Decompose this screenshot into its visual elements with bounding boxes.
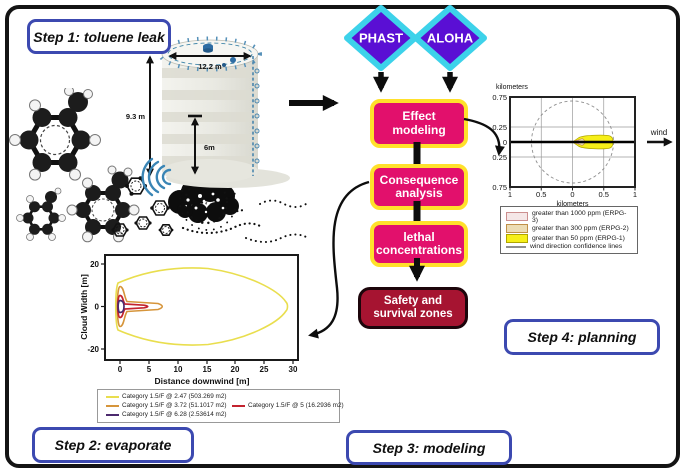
step3-label: Step 3: modeling	[372, 439, 486, 456]
tank-body	[158, 36, 262, 183]
legend-label-cat-5: Category 1.5/F @ 5 (16.2936 m2)	[248, 402, 344, 409]
aloha-x-ticks: 1 0.5 0 0.5 1	[508, 190, 637, 199]
lethal-concentrations-box: lethal concentrations	[370, 221, 468, 267]
phast-cloud-plot: 20 0 -20 0 5 10 15 20 25 30 Distance dow…	[79, 254, 299, 386]
svg-text:0.5: 0.5	[536, 190, 546, 199]
svg-text:15: 15	[203, 365, 212, 374]
software-nodes: PHAST ALOHA	[344, 5, 487, 71]
svg-text:0.75: 0.75	[492, 93, 507, 102]
phast-xlabel: Distance downwind [m]	[155, 376, 250, 386]
legend-swatch-erpg3	[506, 212, 528, 222]
svg-text:1: 1	[633, 190, 637, 199]
svg-text:0: 0	[570, 190, 574, 199]
legend-swatch-cat-5	[232, 404, 245, 407]
legend-item-erpg1: greater than 50 ppm (ERPG-1)	[506, 233, 632, 243]
legend-label-erpg2: greater than 300 ppm (ERPG-2)	[532, 225, 629, 233]
legend-label-confidence: wind direction confidence lines	[530, 243, 623, 251]
phast-legend: Category 1.5/F @ 2.47 (503.269 m2) Categ…	[97, 389, 344, 423]
step2-label: Step 2: evaporate	[54, 437, 172, 453]
svg-text:0.5: 0.5	[599, 190, 609, 199]
lethal-concentrations-label: lethal concentrations	[376, 229, 463, 257]
aloha-diamond	[413, 5, 487, 71]
wind-arrow: wind	[647, 128, 673, 147]
aloha-y-ticks: 0.75 0.25 0 0.25 0.75	[492, 93, 507, 192]
aloha-label: ALOHA	[427, 31, 474, 46]
legend-label-erpg3: greater than 1000 ppm (ERPG-3)	[532, 209, 627, 224]
legend-swatch-confidence-line	[506, 245, 526, 248]
phast-ylabel: Cloud Width [m]	[79, 274, 89, 340]
tank-height-label: 9.3 m	[126, 112, 146, 121]
safety-zones-box: Safety and survival zones	[358, 287, 468, 329]
step3-label-box: Step 3: modeling	[346, 430, 512, 465]
legend-item-confidence: wind direction confidence lines	[506, 243, 632, 250]
svg-text:10: 10	[174, 365, 183, 374]
svg-text:20: 20	[231, 365, 240, 374]
legend-item-cat-3-72: Category 1.5/F @ 3.72 (51.1017 m2)	[106, 402, 227, 409]
phast-x-ticks: 0 5 10 15 20 25 30	[118, 365, 298, 374]
aloha-node: ALOHA	[413, 5, 487, 71]
svg-text:5: 5	[147, 365, 152, 374]
svg-text:0.25: 0.25	[492, 153, 507, 162]
leak-height-arrow: 6m	[188, 114, 215, 175]
phast-y-ticks: 20 0 -20	[87, 260, 99, 354]
tank-height-arrow: 9.3 m	[126, 55, 154, 177]
svg-text:1: 1	[508, 190, 512, 199]
svg-text:0: 0	[118, 365, 123, 374]
legend-item-cat-2-47: Category 1.5/F @ 2.47 (503.269 m2)	[106, 393, 227, 400]
svg-text:0: 0	[503, 138, 507, 147]
leak-spray-icon	[141, 157, 172, 197]
aloha-xlabel: kilometers	[557, 201, 589, 208]
step1-label: Step 1: toluene leak	[33, 28, 165, 45]
wind-label: wind	[650, 128, 667, 137]
contour-6-28	[117, 299, 125, 314]
step1-label-box: Step 1: toluene leak	[27, 19, 171, 54]
svg-text:0.75: 0.75	[492, 183, 507, 192]
aloha-ylabel: kilometers	[496, 84, 528, 91]
toluene-molecule-small	[16, 187, 66, 241]
legend-label-cat-6-28: Category 1.5/F @ 6.28 (2.53614 m2)	[122, 411, 227, 418]
legend-item-erpg3: greater than 1000 ppm (ERPG-3)	[506, 210, 632, 224]
aloha-grid	[510, 97, 635, 187]
svg-text:30: 30	[289, 365, 298, 374]
aloha-footprint-plot: 0.75 0.25 0 0.25 0.75 1 0.5 0 0.5 1 kilo…	[492, 84, 673, 208]
consequence-analysis-label: Consequence analysis	[379, 172, 459, 200]
legend-label-erpg1: greater than 50 ppm (ERPG-1)	[532, 234, 625, 242]
phast-diamond	[344, 5, 418, 71]
leak-height-label: 6m	[204, 143, 215, 152]
figure-border	[5, 5, 680, 468]
effect-modeling-box: Effect modeling	[370, 99, 468, 148]
step4-label: Step 4: planning	[527, 329, 637, 345]
legend-swatch-erpg1	[506, 233, 528, 243]
phast-tick-marks	[101, 263, 294, 364]
legend-label-cat-3-72: Category 1.5/F @ 3.72 (51.1017 m2)	[122, 402, 227, 409]
aloha-legend: greater than 1000 ppm (ERPG-3) greater t…	[500, 206, 638, 254]
svg-text:20: 20	[90, 260, 99, 269]
safety-zones-label: Safety and survival zones	[373, 295, 453, 320]
legend-item-erpg2: greater than 300 ppm (ERPG-2)	[506, 224, 632, 234]
tank-diameter-arrow: 12.2 m	[168, 52, 252, 71]
phast-node: PHAST	[344, 5, 418, 71]
svg-text:-20: -20	[87, 345, 99, 354]
svg-text:0: 0	[95, 302, 100, 311]
legend-swatch-cat-2-47	[106, 395, 119, 398]
effect-modeling-label: Effect modeling	[392, 109, 446, 137]
phast-label: PHAST	[359, 31, 403, 46]
step4-label-box: Step 4: planning	[504, 319, 660, 355]
svg-text:25: 25	[260, 365, 269, 374]
aloha-tick-marks	[509, 187, 636, 191]
legend-swatch-erpg2	[506, 224, 528, 234]
legend-swatch-cat-6-28	[106, 413, 119, 416]
legend-swatch-cat-3-72	[106, 404, 119, 407]
contour-3-72	[116, 285, 164, 328]
legend-item-cat-5: Category 1.5/F @ 5 (16.2936 m2)	[232, 402, 344, 409]
step2-label-box: Step 2: evaporate	[32, 427, 194, 463]
tank-illustration: 12.2 m 9.3 m 6m	[126, 36, 290, 197]
contour-2-47	[114, 267, 289, 346]
svg-text:0.25: 0.25	[492, 123, 507, 132]
consequence-analysis-box: Consequence analysis	[370, 164, 468, 210]
tank-diameter-label: 12.2 m	[198, 62, 222, 71]
toluene-molecule-large	[9, 88, 101, 181]
legend-item-cat-6-28: Category 1.5/F @ 6.28 (2.53614 m2)	[106, 411, 227, 418]
legend-label-cat-2-47: Category 1.5/F @ 2.47 (503.269 m2)	[122, 393, 227, 400]
